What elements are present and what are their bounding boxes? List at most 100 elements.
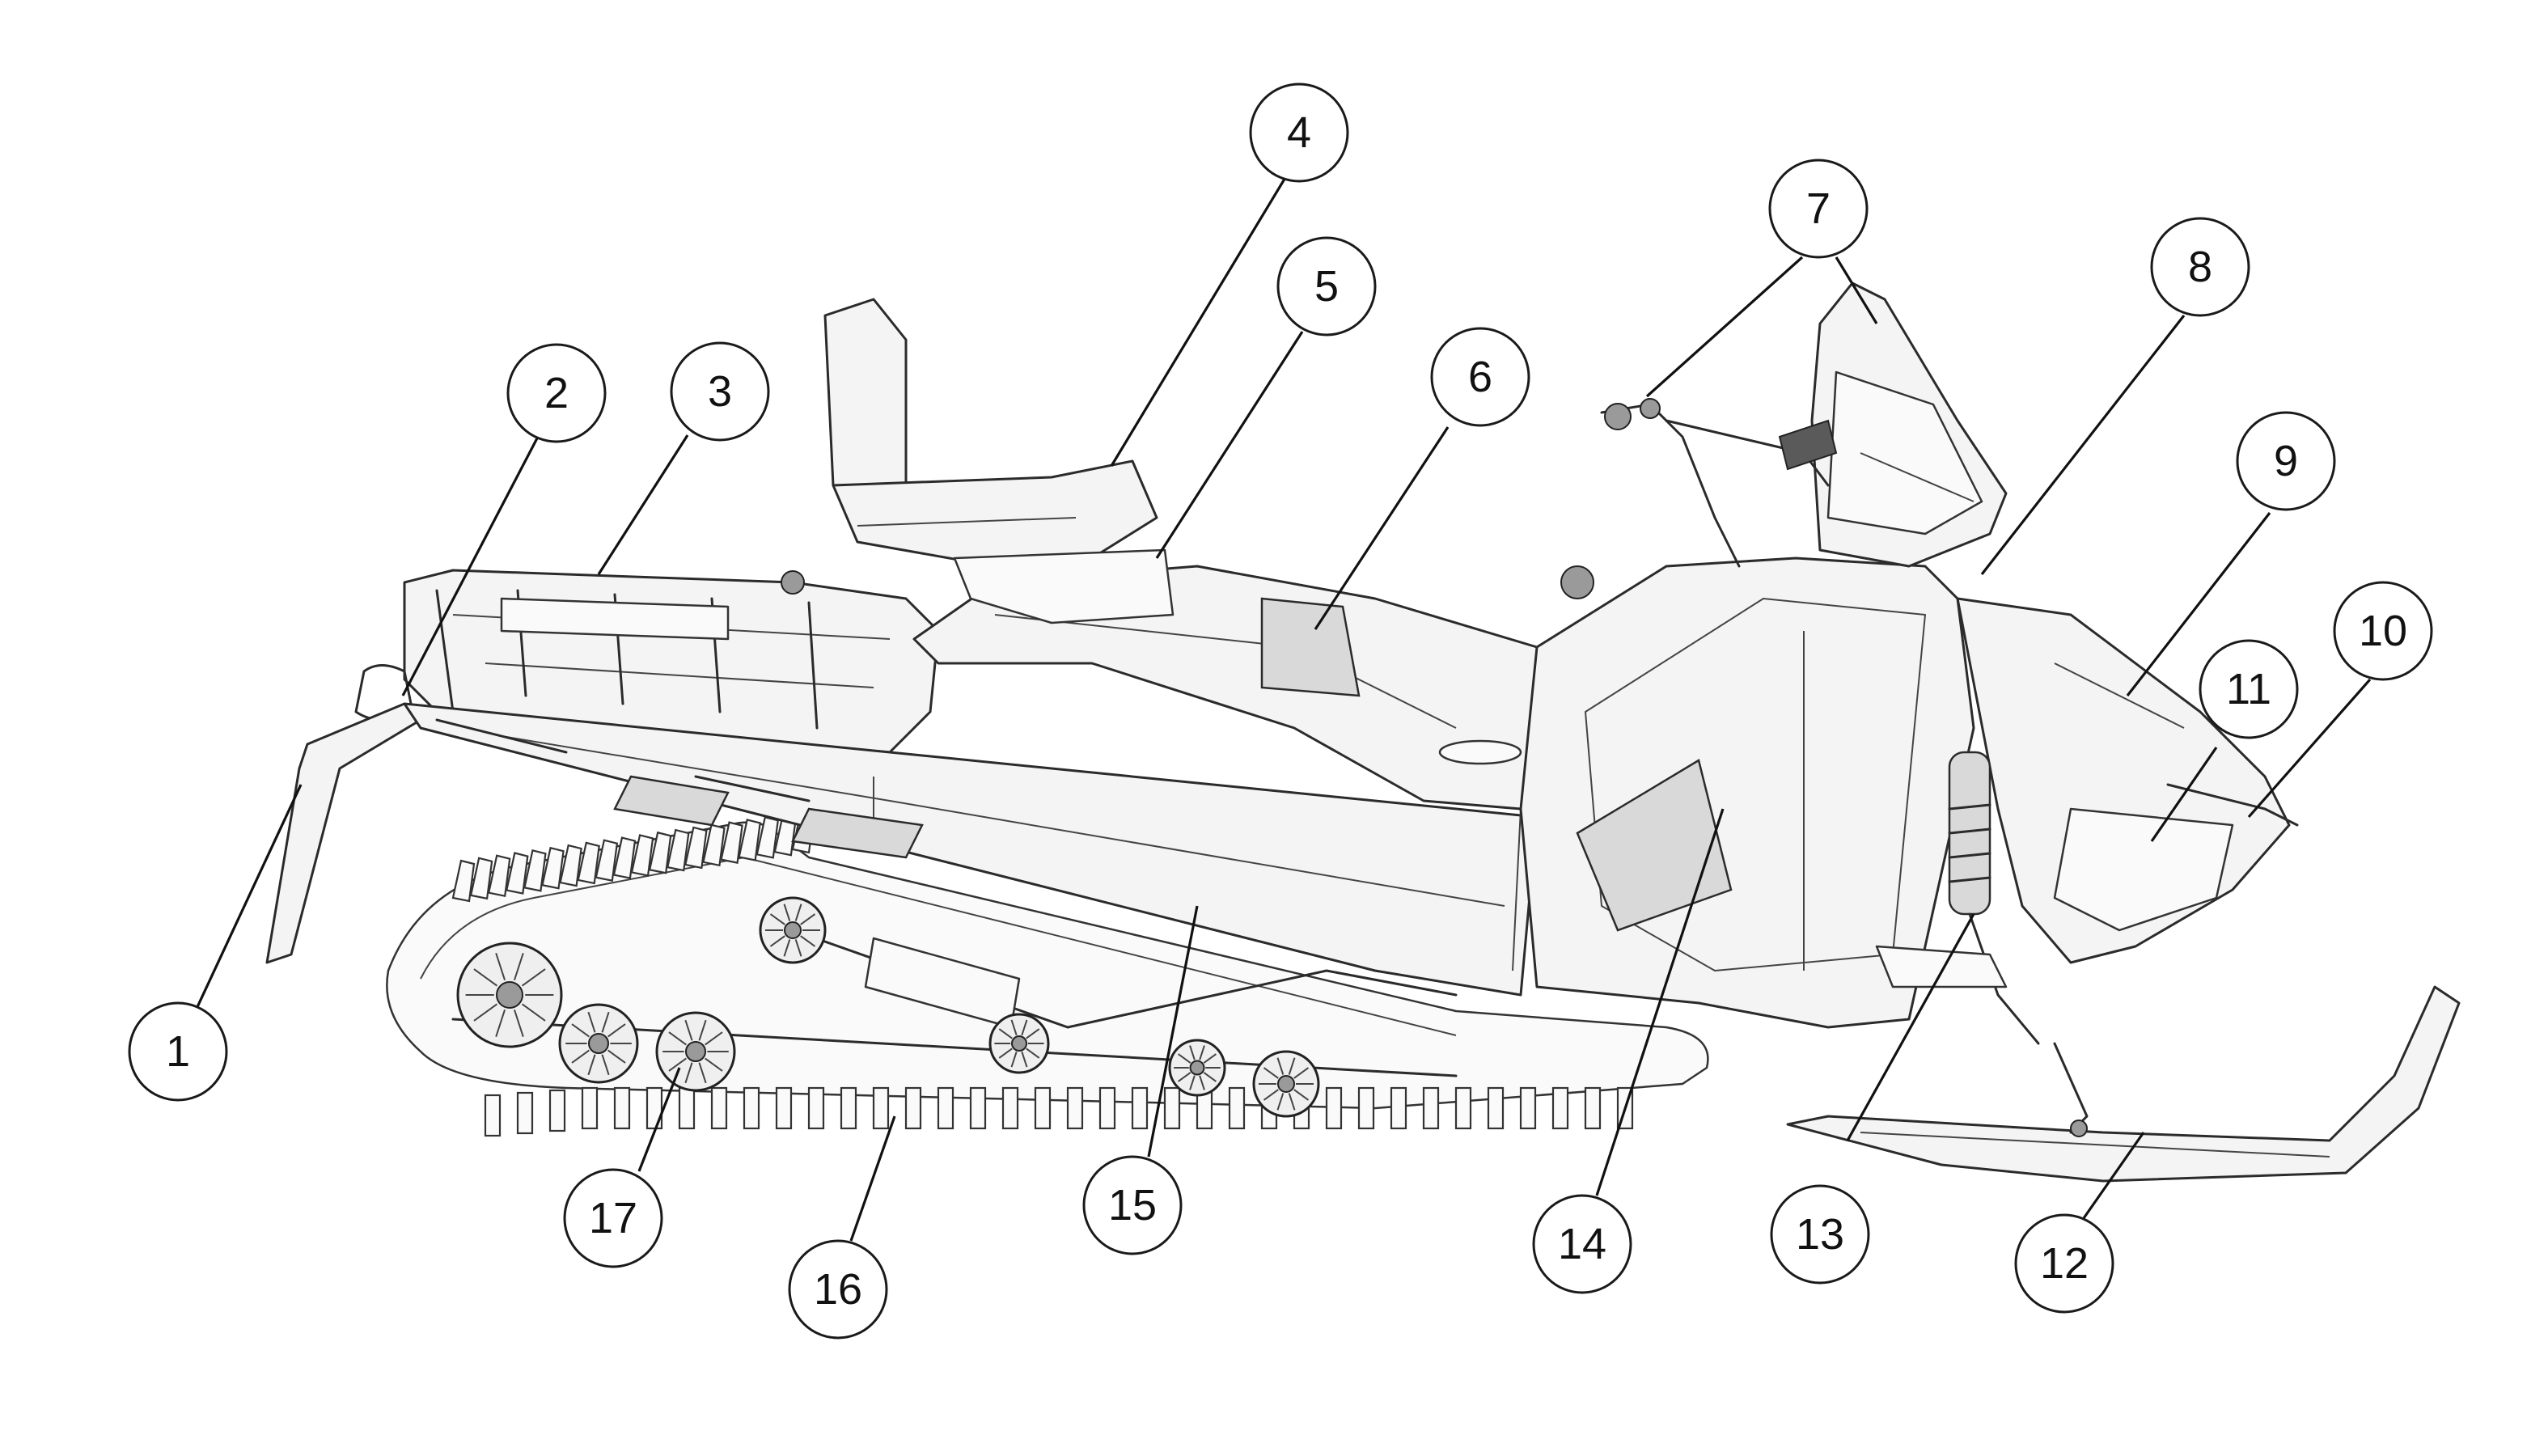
leader-5 bbox=[1155, 331, 1304, 559]
callout-7-label: 7 bbox=[1806, 184, 1831, 233]
track-lug bbox=[1519, 1086, 1537, 1130]
wheel-spoke bbox=[495, 952, 506, 981]
callout-1-label: 1 bbox=[166, 1027, 190, 1076]
track-lug bbox=[1487, 1086, 1505, 1130]
leader-2 bbox=[401, 434, 540, 696]
leader-3 bbox=[597, 434, 689, 575]
callout-9: 9 bbox=[2236, 411, 2336, 511]
wheel-spoke bbox=[601, 1054, 610, 1076]
leader-17 bbox=[637, 1067, 681, 1172]
wheel-spoke bbox=[1263, 1089, 1279, 1101]
track-lug bbox=[872, 1086, 890, 1130]
wheel-spoke bbox=[1288, 1057, 1296, 1075]
callout-15: 15 bbox=[1082, 1155, 1183, 1255]
callout-9-label: 9 bbox=[2274, 437, 2298, 485]
windshield bbox=[1810, 281, 2008, 568]
wheel-spoke bbox=[668, 1031, 687, 1046]
wheel-spoke bbox=[521, 1003, 546, 1022]
track-lug bbox=[630, 834, 654, 877]
track-lug bbox=[738, 819, 761, 861]
wheel-spoke bbox=[794, 939, 802, 957]
wheel-spoke bbox=[587, 1054, 596, 1076]
wheel-spoke bbox=[1293, 1089, 1310, 1101]
track-lug bbox=[710, 1086, 728, 1130]
leader-12 bbox=[2082, 1132, 2145, 1219]
wheel-spoke bbox=[607, 1023, 626, 1038]
track-lug bbox=[577, 841, 600, 885]
wheel-spoke bbox=[1026, 1028, 1040, 1039]
wheel-spoke bbox=[1010, 1051, 1018, 1068]
wheels bbox=[456, 896, 1320, 1118]
callout-1: 1 bbox=[128, 1001, 228, 1102]
callout-2: 2 bbox=[506, 343, 607, 443]
wheel-spoke bbox=[698, 1062, 707, 1084]
callout-8-label: 8 bbox=[2188, 243, 2212, 291]
wheel-spoke bbox=[769, 935, 785, 947]
wheel-spoke bbox=[1178, 1072, 1191, 1082]
track-lug bbox=[904, 1086, 922, 1130]
track-lug bbox=[1228, 1086, 1246, 1130]
rear-rack bbox=[354, 569, 940, 754]
wheel-spoke bbox=[794, 904, 802, 921]
wheel-spoke bbox=[1263, 1067, 1279, 1079]
leader-10 bbox=[2247, 678, 2372, 819]
track-lug bbox=[648, 831, 672, 874]
callout-13: 13 bbox=[1770, 1184, 1870, 1285]
wheel-spoke bbox=[1288, 1093, 1296, 1111]
track-lug bbox=[775, 1086, 793, 1130]
callout-4-label: 4 bbox=[1287, 108, 1311, 157]
callout-12-label: 12 bbox=[2040, 1239, 2089, 1288]
track-lug bbox=[702, 823, 726, 867]
callout-6-label: 6 bbox=[1468, 353, 1492, 401]
wheel-spoke bbox=[1203, 1072, 1217, 1082]
track-lug bbox=[1390, 1086, 1407, 1130]
wheel-spoke bbox=[1203, 1053, 1217, 1064]
track-lug bbox=[937, 1086, 954, 1130]
track-lug bbox=[720, 821, 743, 864]
wheel-spoke bbox=[769, 913, 785, 925]
track-lug bbox=[506, 852, 529, 895]
wheel-spoke bbox=[684, 1019, 693, 1041]
track-lug bbox=[484, 1094, 502, 1137]
wheel-hub bbox=[1011, 1035, 1027, 1052]
track-lug bbox=[969, 1086, 987, 1130]
track-lug bbox=[807, 1086, 825, 1130]
wheel-spoke bbox=[1026, 1048, 1040, 1059]
leader-14 bbox=[1595, 808, 1725, 1196]
track-lug bbox=[469, 857, 493, 900]
track-lug bbox=[516, 1091, 534, 1135]
snowmobile-illustration bbox=[265, 281, 2461, 1183]
engine-hood bbox=[1438, 557, 1975, 1029]
track-lug bbox=[581, 1086, 599, 1130]
callout-14-label: 14 bbox=[1558, 1220, 1606, 1268]
wheel-spoke bbox=[1021, 1051, 1028, 1068]
track-lug bbox=[1034, 1086, 1052, 1130]
wheel-spoke bbox=[521, 968, 546, 987]
nose-bumper bbox=[1956, 597, 2299, 964]
track-lug bbox=[1454, 1086, 1472, 1130]
track-lug bbox=[678, 1086, 696, 1130]
leader-9 bbox=[2126, 512, 2271, 696]
callout-5-label: 5 bbox=[1314, 262, 1339, 311]
handlebar bbox=[1560, 398, 1838, 599]
leader-1 bbox=[189, 784, 303, 1022]
track-lug bbox=[541, 846, 565, 890]
track-lug bbox=[684, 826, 708, 870]
wheel-hub bbox=[685, 1041, 706, 1062]
callout-5: 5 bbox=[1276, 236, 1377, 336]
wheel-hub bbox=[588, 1033, 609, 1054]
callout-2-label: 2 bbox=[544, 369, 569, 417]
wheel-spoke bbox=[1189, 1075, 1196, 1090]
callout-3: 3 bbox=[670, 341, 770, 442]
callout-4: 4 bbox=[1249, 83, 1349, 183]
leader-6 bbox=[1314, 426, 1450, 630]
leader-16 bbox=[849, 1115, 896, 1242]
backrest-storage bbox=[781, 298, 1175, 624]
leader-lines bbox=[189, 176, 2372, 1242]
callout-10-label: 10 bbox=[2359, 607, 2407, 655]
callout-3-label: 3 bbox=[708, 367, 732, 416]
track-lug bbox=[1098, 1086, 1116, 1130]
callout-12: 12 bbox=[2014, 1213, 2114, 1314]
track-lug bbox=[1584, 1086, 1602, 1130]
track-lug bbox=[743, 1086, 760, 1130]
